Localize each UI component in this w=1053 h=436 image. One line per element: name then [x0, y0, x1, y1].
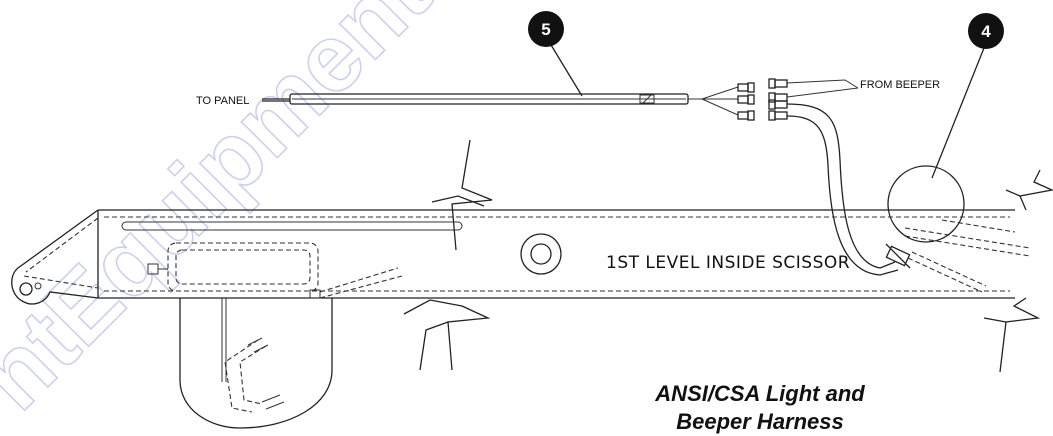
from-beeper-label: FROM BEEPER [860, 79, 940, 91]
scissor-arm [11, 209, 1031, 429]
watermark-text: ntEquipment.co [0, 0, 549, 429]
callout-5: 5 [528, 11, 583, 97]
beeper-cable [786, 103, 911, 276]
break-lines [403, 139, 1053, 373]
detail-circle [887, 165, 965, 243]
caption-line-2: Beeper Harness [676, 409, 844, 434]
callout-4-number: 4 [981, 22, 991, 41]
callout-5-marker [528, 11, 564, 47]
female-terminals [768, 78, 859, 121]
callout-4-marker [968, 13, 1004, 49]
to-panel-label: TO PANEL [196, 95, 249, 107]
caption-line-1: ANSI/CSA Light and [655, 381, 865, 406]
male-terminals [737, 82, 755, 121]
callout-5-number: 5 [541, 20, 550, 39]
figure-caption: ANSI/CSA Light and Beeper Harness [580, 380, 940, 436]
level-label: 1ST LEVEL INSIDE SCISSOR [606, 253, 850, 273]
callout-4: 4 [931, 13, 1004, 179]
harness-cable [262, 86, 739, 116]
